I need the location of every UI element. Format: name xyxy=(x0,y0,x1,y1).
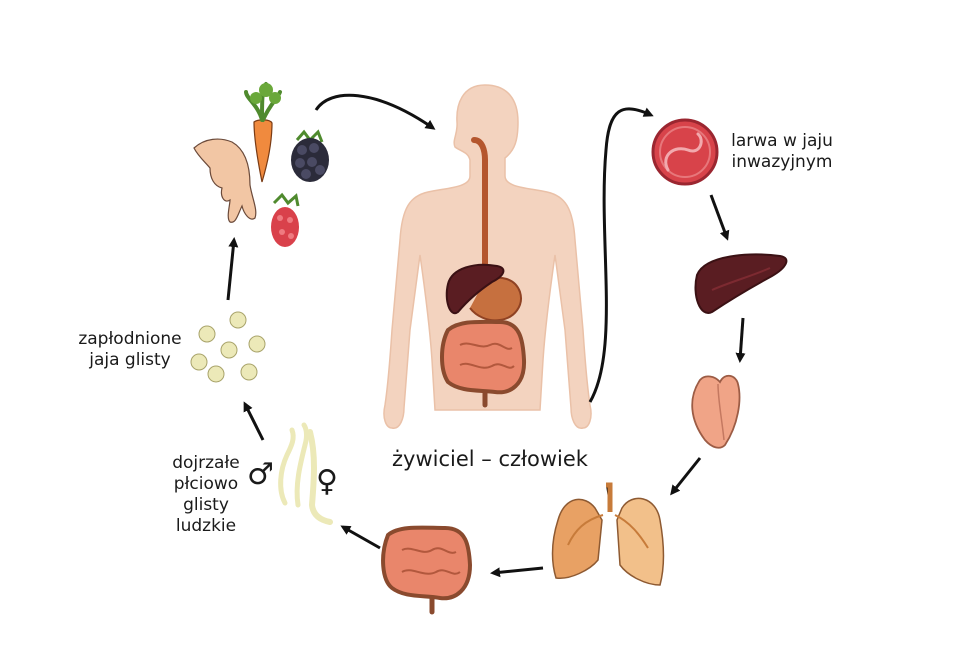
heart-icon xyxy=(691,374,741,449)
larva-label-line1: larwa w jaju xyxy=(731,131,833,151)
arrow-lungs-to-intestine xyxy=(490,566,544,578)
intestine-icon xyxy=(381,525,473,615)
eggs-label: zapłodnione jaja glisty xyxy=(70,329,190,371)
arrow-food-to-host xyxy=(314,93,436,130)
larva-egg-icon xyxy=(651,118,719,186)
blackberry-icon xyxy=(291,129,329,182)
adults-label: dojrzałe płciowo glisty ludzkie xyxy=(165,453,247,537)
male-symbol: ♂ xyxy=(247,457,274,492)
adults-label-line4: ludzkie xyxy=(175,516,237,536)
host-label: żywiciel – człowiek xyxy=(392,447,588,471)
worms-icon xyxy=(278,422,333,525)
adults-label-line1: dojrzałe xyxy=(172,453,240,473)
lungs-icon xyxy=(551,482,665,586)
liver-icon xyxy=(694,253,788,314)
arrow-host-to-larva xyxy=(588,107,654,403)
female-symbol: ♀ xyxy=(316,464,338,499)
adults-label-line3: glisty xyxy=(183,495,229,515)
eggs-icon xyxy=(190,311,266,383)
eggs-label-line1: zapłodnione xyxy=(78,329,182,349)
raspberry-icon xyxy=(271,192,300,247)
arrow-intestine-to-worms xyxy=(340,525,381,550)
adults-label-line2: płciowo xyxy=(173,474,239,494)
cycle-arrows xyxy=(226,93,746,578)
human-body-icon xyxy=(383,84,592,429)
arrow-larva-to-liver xyxy=(709,194,730,241)
larva-label: larwa w jaju inwazyjnym xyxy=(727,131,837,173)
eggs-label-line2: jaja glisty xyxy=(89,350,171,370)
arrow-liver-to-heart xyxy=(735,317,746,363)
arrow-worms-to-eggs xyxy=(243,401,265,441)
carrot-icon xyxy=(244,82,282,183)
arrow-eggs-to-hand xyxy=(226,237,239,301)
arrow-heart-to-lungs xyxy=(670,457,702,496)
larva-label-line2: inwazyjnym xyxy=(731,152,833,172)
hand-icon xyxy=(193,138,257,223)
